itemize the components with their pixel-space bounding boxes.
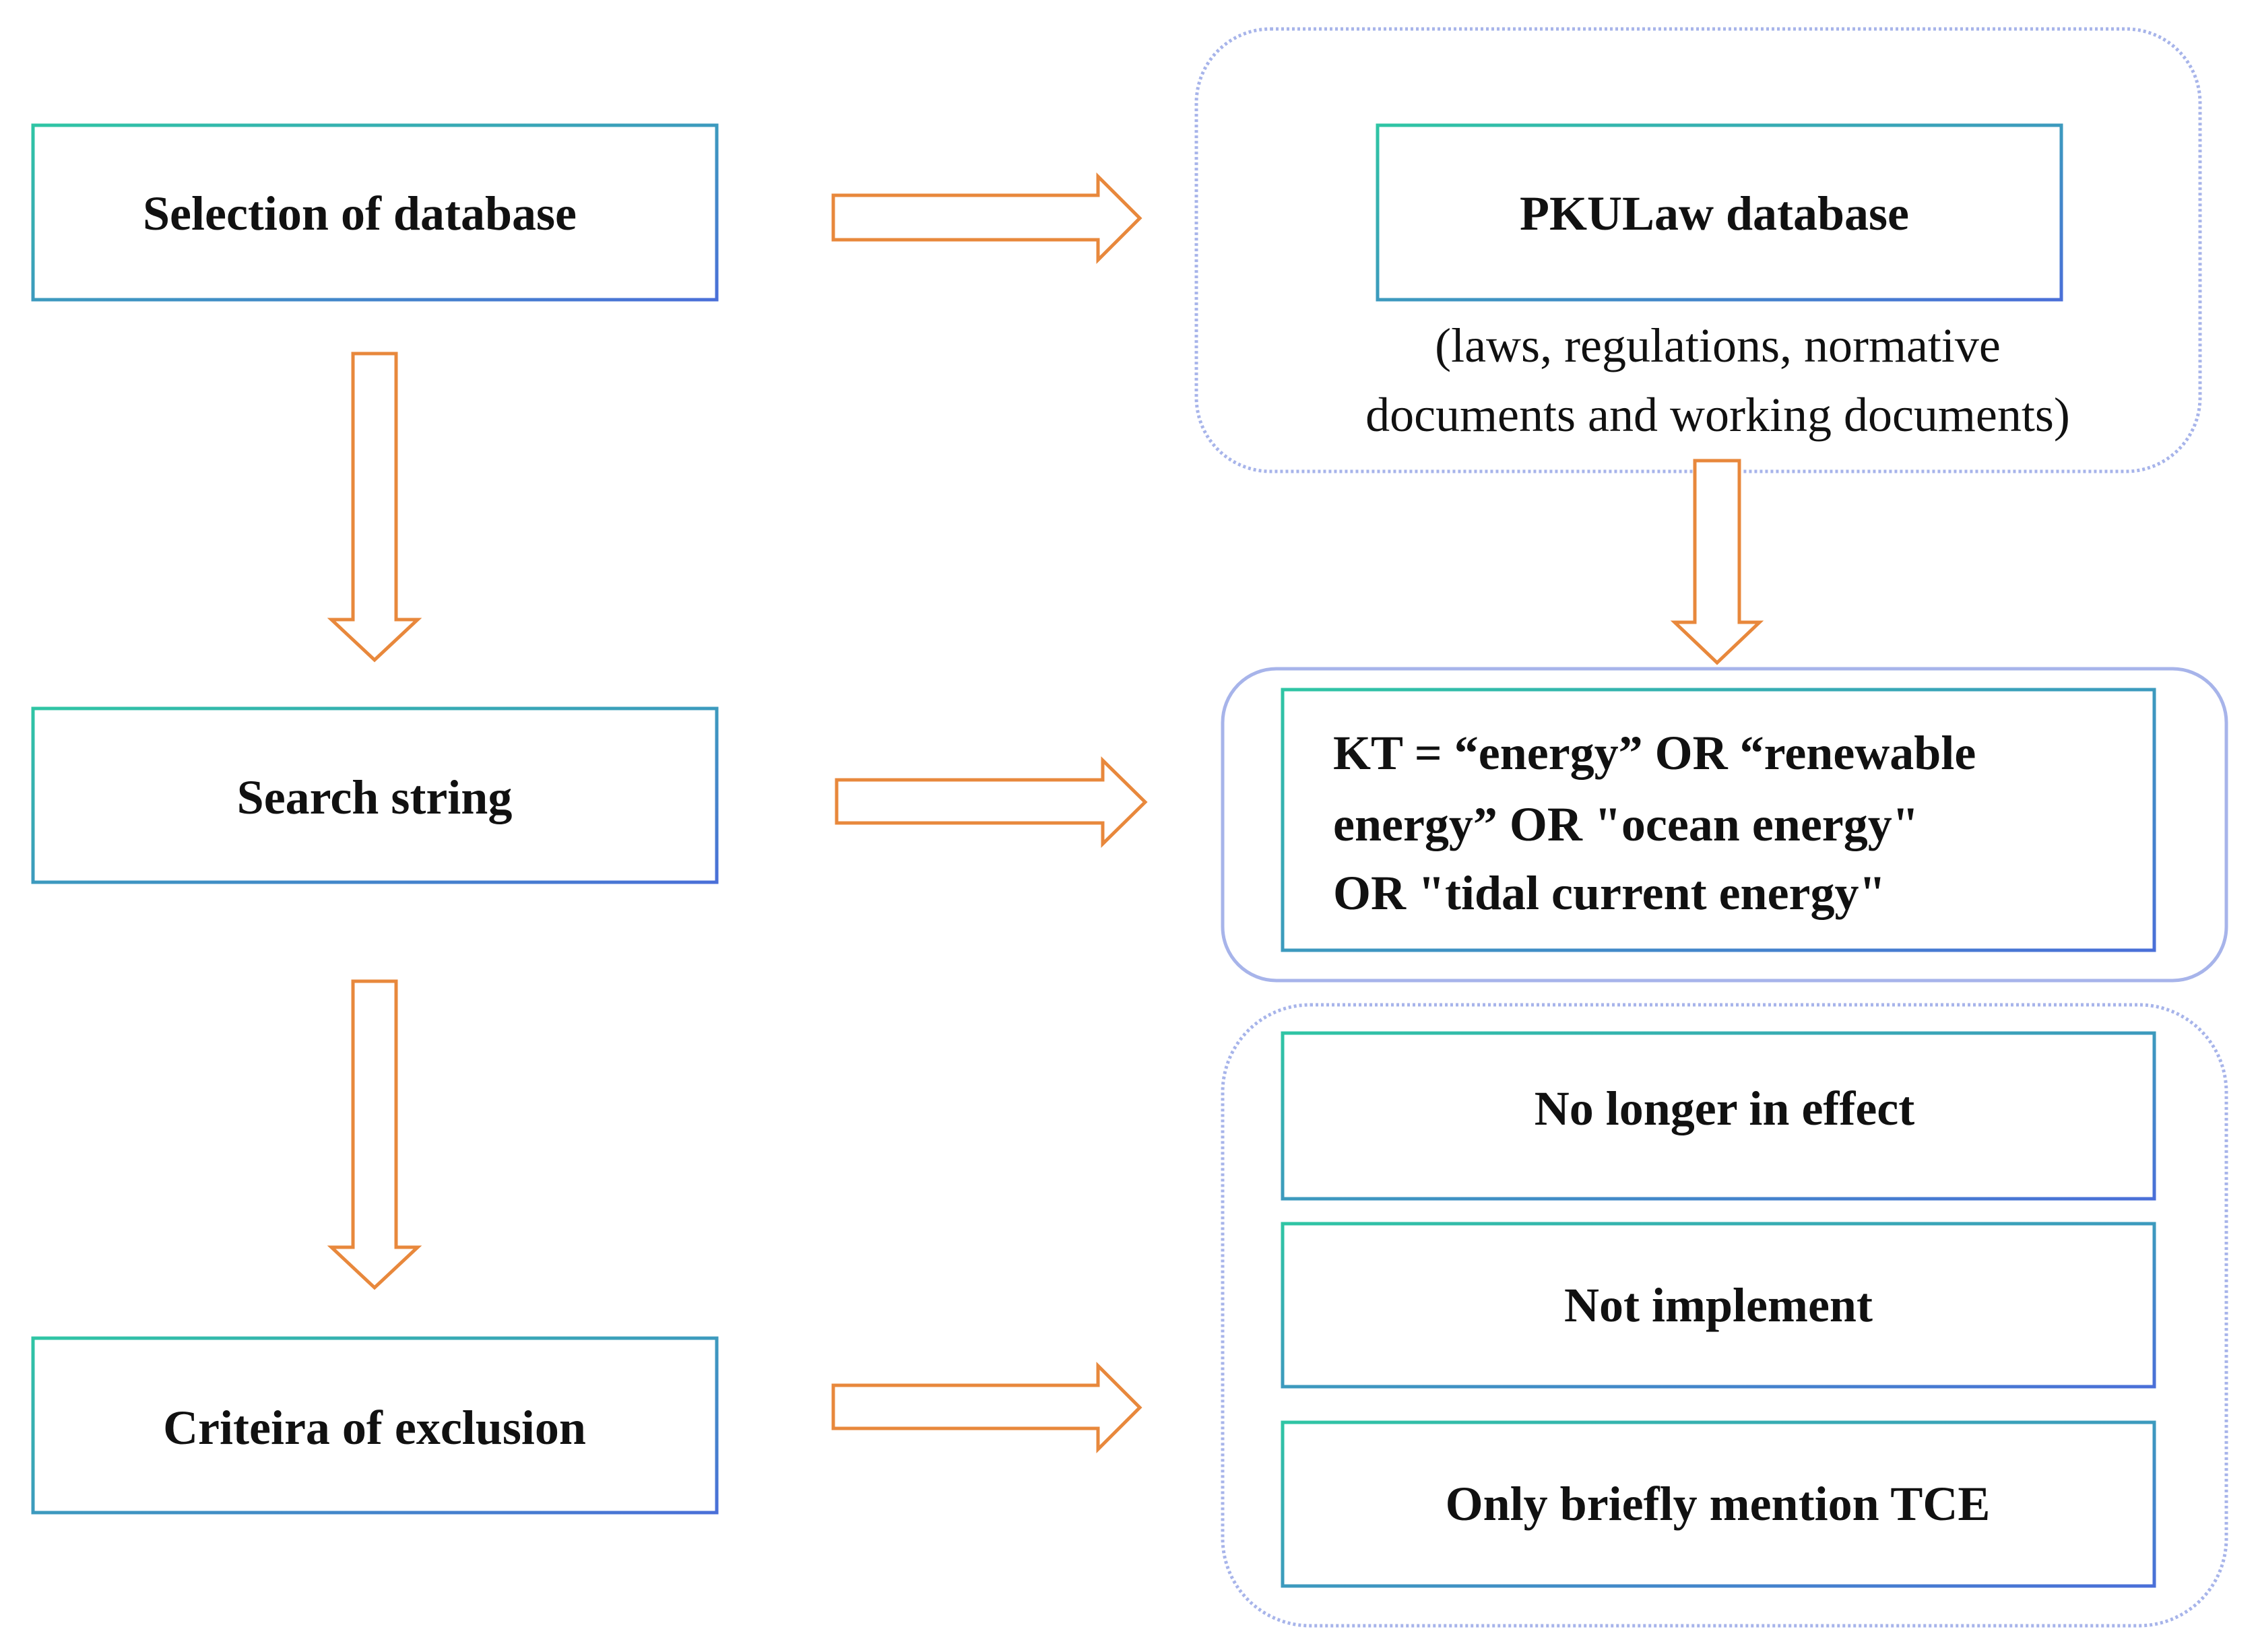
database-group-container bbox=[1194, 27, 2202, 473]
search-string-label: Search string bbox=[237, 770, 513, 824]
selection-of-database-label: Selection of database bbox=[143, 187, 577, 240]
arrow-right-exclusion bbox=[831, 1361, 1142, 1454]
search-query-line3: OR "tidal current energy" bbox=[1333, 866, 1885, 920]
exclusion-group-container bbox=[1221, 1003, 2228, 1628]
exclusion-criterion-box-2: Not implement bbox=[1281, 1222, 2156, 1389]
exclusion-criterion-box-3: Only briefly mention TCE bbox=[1281, 1420, 2156, 1588]
database-note-line2: documents and working documents) bbox=[1365, 388, 2070, 442]
arrow-right-search bbox=[835, 756, 1148, 848]
criteria-of-exclusion-box: Criteira of exclusion bbox=[31, 1336, 719, 1515]
search-string-box: Search string bbox=[31, 706, 719, 884]
search-query-line2: energy” OR "ocean energy" bbox=[1333, 797, 1919, 851]
pkulaw-database-box: PKULaw database bbox=[1376, 123, 2063, 302]
search-group-container bbox=[1221, 667, 2228, 983]
exclusion-criterion-label-3: Only briefly mention TCE bbox=[1446, 1477, 1991, 1531]
selection-of-database-box: Selection of database bbox=[31, 123, 719, 302]
exclusion-criterion-label-1: No longer in effect bbox=[1535, 1082, 1915, 1135]
criteria-of-exclusion-label: Criteira of exclusion bbox=[163, 1401, 586, 1455]
arrow-down-search-to-exclusion bbox=[327, 979, 422, 1290]
search-query-line1: KT = “energy” OR “renewable bbox=[1333, 726, 1976, 780]
exclusion-criterion-box-1: No longer in effect bbox=[1281, 1031, 2156, 1201]
arrow-down-database-to-search bbox=[1670, 459, 1764, 665]
database-note-line1: (laws, regulations, normative bbox=[1435, 319, 2001, 372]
pkulaw-database-label: PKULaw database bbox=[1520, 187, 1909, 240]
arrow-right-database bbox=[831, 172, 1142, 265]
search-string-query-box: KT = “energy” OR “renewable energy” OR "… bbox=[1281, 688, 2156, 952]
arrow-down-selection-to-search bbox=[327, 352, 422, 663]
exclusion-criterion-label-2: Not implement bbox=[1564, 1278, 1873, 1332]
